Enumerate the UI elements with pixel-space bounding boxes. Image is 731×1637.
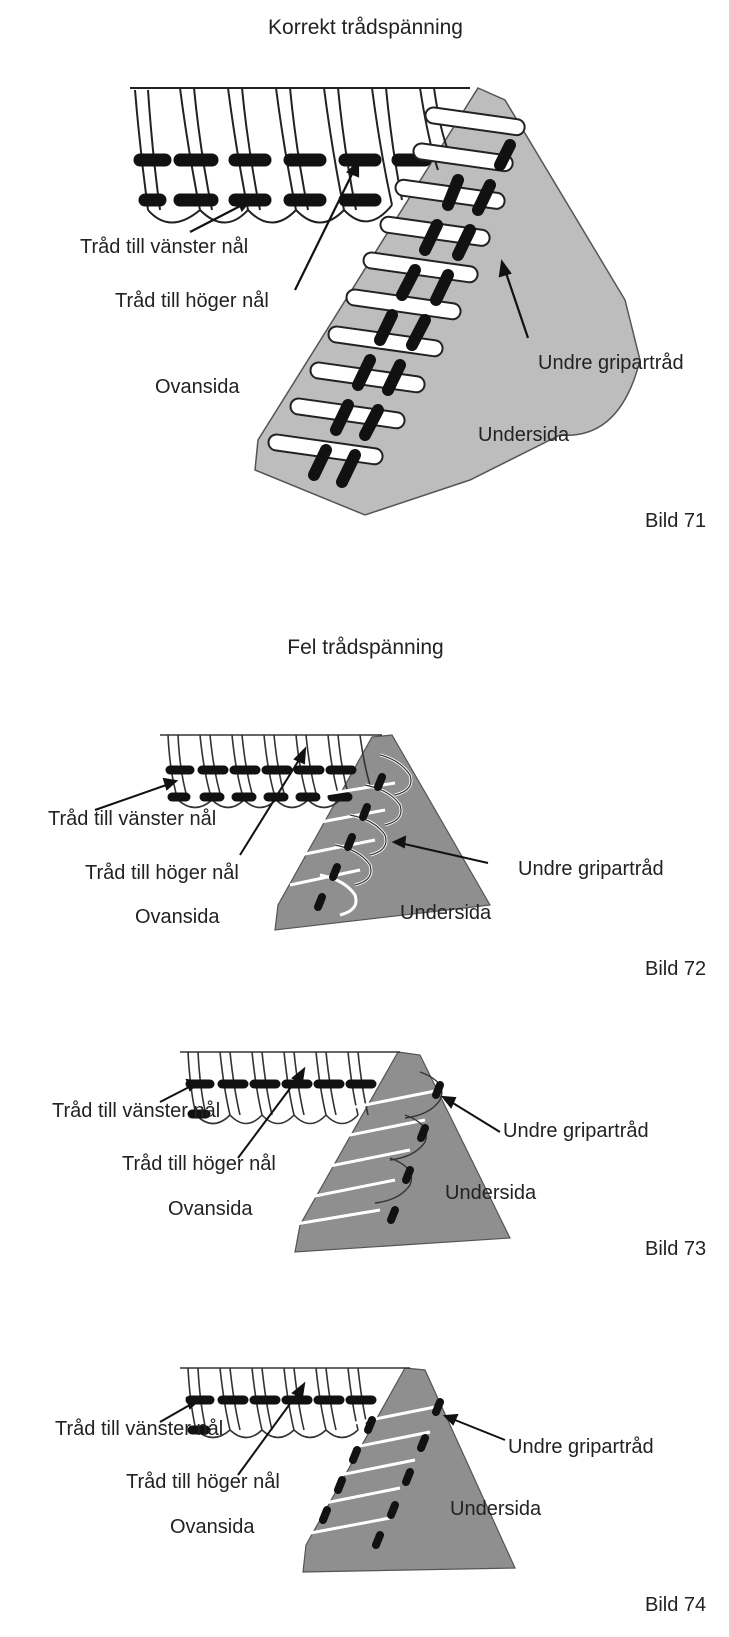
caption-74: Bild 74 <box>645 1594 707 1616</box>
section-title-wrong: Fel trådspänning <box>287 636 444 659</box>
label-lower-looper-74: Undre gripartråd <box>508 1436 654 1458</box>
section-title-correct: Korrekt trådspänning <box>268 16 463 39</box>
label-lower-looper-73: Undre gripartråd <box>503 1120 649 1142</box>
stitch-diagram-73 <box>159 1051 511 1253</box>
label-top-side-73: Ovansida <box>168 1198 253 1220</box>
label-under-side-74: Undersida <box>450 1498 542 1520</box>
label-left-needle-73: Tråd till vänster nål <box>52 1100 221 1122</box>
label-right-needle-73: Tråd till höger nål <box>122 1153 276 1175</box>
caption-73: Bild 73 <box>645 1238 707 1260</box>
label-right-needle-71: Tråd till höger nål <box>115 290 269 312</box>
label-left-needle-72: Tråd till vänster nål <box>48 808 217 830</box>
label-right-needle-74: Tråd till höger nål <box>126 1471 280 1493</box>
label-right-needle-72: Tråd till höger nål <box>85 862 239 884</box>
stitch-diagram-72 <box>94 734 491 931</box>
label-lower-looper-71: Undre gripartråd <box>538 352 684 374</box>
label-under-side-71: Undersida <box>478 424 570 446</box>
label-lower-looper-72: Undre gripartråd <box>518 858 664 880</box>
label-top-side-71: Ovansida <box>155 376 240 398</box>
caption-72: Bild 72 <box>645 958 707 980</box>
label-left-needle-71: Tråd till vänster nål <box>80 236 249 258</box>
label-under-side-72: Undersida <box>400 902 492 924</box>
stitch-diagram-71 <box>130 87 641 516</box>
label-top-side-74: Ovansida <box>170 1516 255 1538</box>
label-left-needle-74: Tråd till vänster nål <box>55 1418 224 1440</box>
stitch-diagram-74 <box>159 1367 516 1573</box>
label-top-side-72: Ovansida <box>135 906 220 928</box>
caption-71: Bild 71 <box>645 510 707 532</box>
label-under-side-73: Undersida <box>445 1182 537 1204</box>
